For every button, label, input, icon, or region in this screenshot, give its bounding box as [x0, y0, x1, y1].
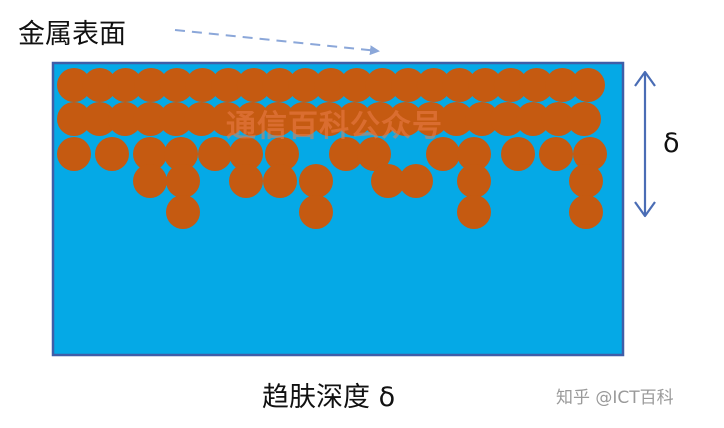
electron-particle: [388, 102, 423, 136]
metal-surface-label: 金属表面: [18, 19, 126, 50]
electron-particle: [357, 137, 391, 171]
electron-particle: [198, 137, 232, 171]
electron-particle: [365, 68, 400, 102]
electron-particle: [265, 137, 299, 171]
electron-particle: [299, 164, 333, 198]
electron-particle: [519, 68, 554, 102]
electron-particle: [211, 68, 246, 102]
electron-particle: [416, 68, 451, 102]
electron-particle: [235, 102, 270, 136]
electron-particle: [229, 137, 263, 171]
electron-particle: [288, 68, 323, 102]
electron-particle: [82, 68, 117, 102]
electron-particle: [82, 102, 117, 136]
electron-particle: [541, 102, 576, 136]
electron-particle: [442, 68, 477, 102]
source-credit: 知乎 @ICT百科: [556, 388, 674, 408]
electron-particle: [166, 164, 200, 198]
electron-particle: [371, 164, 405, 198]
electron-particle: [569, 195, 603, 229]
electron-particle: [439, 102, 474, 136]
electron-particle: [133, 137, 167, 171]
electron-particle: [314, 68, 348, 102]
electron-particle: [57, 102, 91, 136]
electron-particle: [539, 137, 573, 171]
electron-particle: [490, 102, 525, 136]
electron-particle: [501, 137, 535, 171]
electron-particle: [414, 102, 448, 136]
electron-particle: [339, 68, 374, 102]
electron-particle: [229, 164, 263, 198]
electron-particle: [262, 68, 297, 102]
electron-particle: [133, 102, 168, 136]
electron-particles: [57, 68, 607, 229]
electron-particle: [468, 68, 503, 102]
electron-particle: [465, 102, 499, 136]
electron-particle: [363, 102, 397, 136]
surface-pointer-arrow-icon: [174, 29, 380, 56]
electron-particle: [329, 137, 363, 171]
electron-particle: [263, 164, 297, 198]
electron-particle: [312, 102, 346, 136]
electron-particle: [493, 68, 528, 102]
skin-depth-caption: 趋肤深度 δ: [262, 382, 396, 413]
depth-double-arrow-icon: [634, 70, 656, 218]
electron-particle: [108, 68, 143, 102]
electron-particle: [159, 102, 193, 136]
electron-particle: [159, 68, 194, 102]
electron-particle: [299, 195, 333, 229]
electron-particle: [57, 137, 91, 171]
electron-particle: [185, 68, 220, 102]
electron-particle: [567, 102, 601, 136]
electron-particle: [184, 102, 219, 136]
electron-particle: [236, 68, 271, 102]
electron-particle: [166, 195, 200, 229]
electron-particle: [399, 164, 433, 198]
electron-particle: [95, 137, 129, 171]
electron-particle: [545, 68, 580, 102]
electron-particle: [457, 164, 491, 198]
electron-particle: [391, 68, 426, 102]
electron-particle: [261, 102, 295, 136]
electron-particle: [457, 195, 491, 229]
electron-particle: [57, 68, 91, 102]
electron-particle: [337, 102, 372, 136]
watermark-text: 通信百科公众号: [226, 109, 443, 144]
electron-particle: [426, 137, 460, 171]
electron-particle: [571, 68, 605, 102]
electron-particle: [286, 102, 321, 136]
electron-particle: [516, 102, 550, 136]
electron-particle: [573, 137, 607, 171]
electron-particle: [164, 137, 198, 171]
electron-particle: [108, 102, 142, 136]
electron-particle: [133, 164, 167, 198]
electron-particle: [210, 102, 244, 136]
electron-particle: [134, 68, 169, 102]
electron-particle: [457, 137, 491, 171]
electron-particle: [569, 164, 603, 198]
delta-symbol-label: δ: [663, 128, 680, 159]
